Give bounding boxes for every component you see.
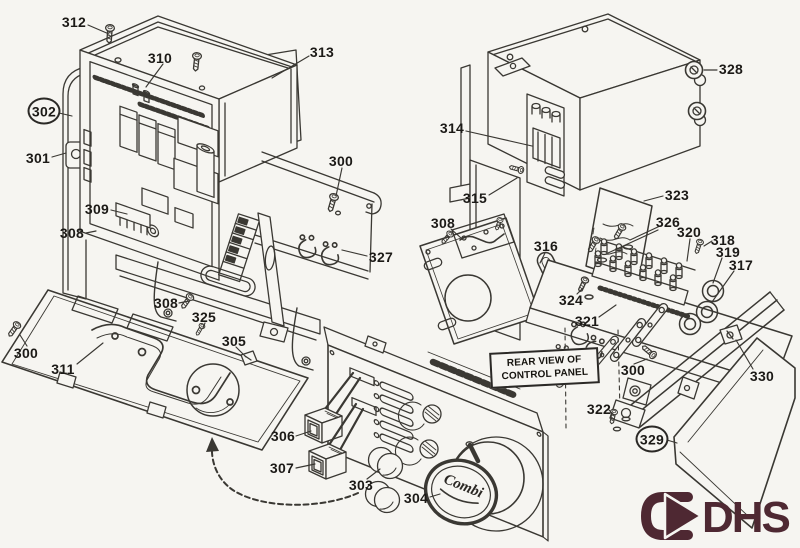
left-enclosure-assembly [1,15,382,451]
circle-panel [419,213,541,345]
right-enclosure-assembly [419,13,796,529]
rocker-switch-307 [308,402,365,480]
leader-lines [19,24,754,498]
logo-text: DHS [702,493,790,542]
logo-arrow-icon [641,492,693,540]
vent-slots [373,380,414,453]
connector-309 [115,202,151,229]
note-box: REAR VIEW OF CONTROL PANEL [489,347,600,389]
tray-circuit-traces [91,323,234,406]
dhs-logo: DHS [641,492,792,542]
terminal-strip [585,221,705,306]
control-panel-fascia: Combi [206,326,549,542]
control-knob [364,480,401,514]
chassis-frame [115,151,382,371]
pcb-assembly [79,49,220,281]
panel-chassis [525,259,793,406]
grommets-328 [684,60,707,121]
left-control-box [79,15,298,183]
transformer-pcb-314 [507,93,566,197]
assembly-arrow [206,437,359,506]
logo-arrow-head [663,492,703,540]
base-tray-311 [1,289,309,451]
cover-box [487,13,707,191]
comb-connector [218,213,261,283]
screw-318 [692,237,705,256]
pot-holes [394,401,442,466]
wire-clips-327 [296,233,340,266]
combi-dial-304: Combi [423,441,499,526]
clamp-parts [553,275,607,366]
screw-315 [507,162,525,175]
rocker-switch-306 [304,371,362,444]
bottom-rail-330 [607,291,785,432]
